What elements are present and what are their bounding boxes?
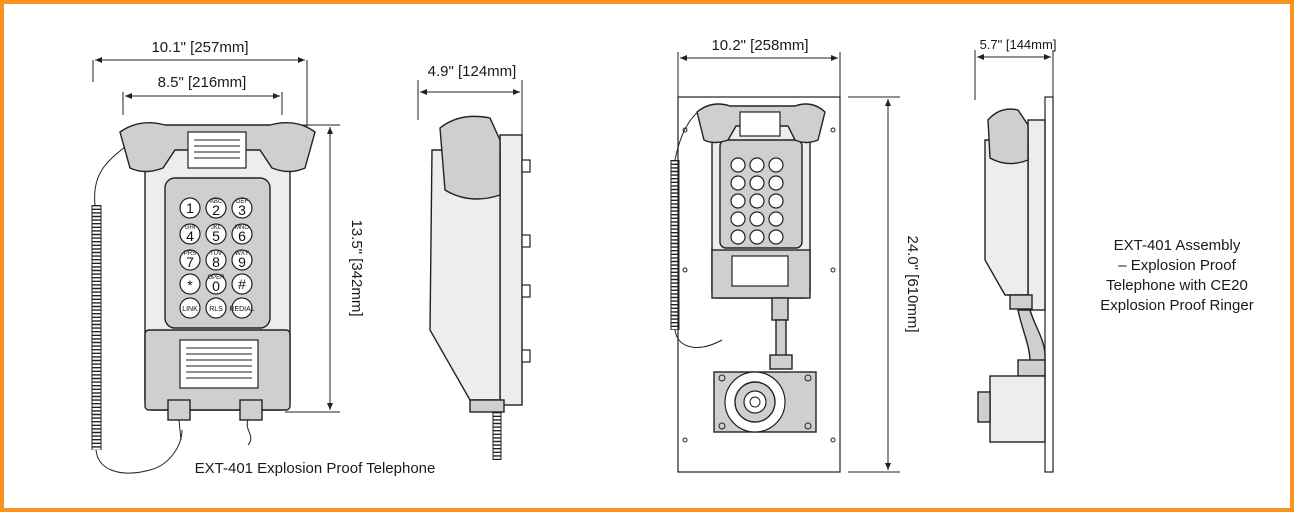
svg-text:6: 6 — [238, 228, 246, 244]
svg-text:OPER: OPER — [207, 275, 225, 281]
caption-assembly-line2: – Explosion Proof — [1118, 257, 1236, 274]
svg-text:LINK: LINK — [182, 306, 198, 313]
key-hash: # — [231, 273, 253, 295]
assembly-side-view: 5.7" [144mm] — [974, 37, 1057, 473]
dim-label-overall-width: 10.1" [257mm] — [151, 39, 248, 56]
svg-text:MNO: MNO — [235, 225, 249, 231]
key-star: * — [179, 273, 201, 295]
dim-label-assembly-width: 10.2" [258mm] — [711, 37, 808, 54]
svg-text:PRS: PRS — [184, 251, 196, 257]
svg-text:0: 0 — [212, 278, 220, 294]
caption-assembly-line4: Explosion Proof Ringer — [1100, 297, 1253, 314]
svg-text:RLS: RLS — [209, 306, 223, 313]
dim-label-assembly-height: 24.0" [610mm] — [904, 235, 921, 332]
dim-label-height: 13.5" [342mm] — [348, 219, 365, 316]
svg-text:JKL: JKL — [211, 225, 222, 231]
svg-text:8: 8 — [212, 254, 220, 270]
key-link: LINK — [179, 297, 201, 319]
svg-text:1: 1 — [186, 200, 194, 216]
svg-text:4: 4 — [186, 228, 194, 244]
assembly-front-view: 10.2" [258mm] 24.0" [610mm] — [670, 37, 921, 473]
svg-text:GHI: GHI — [185, 225, 196, 231]
caption-telephone: EXT-401 Explosion Proof Telephone — [195, 460, 436, 477]
caption-assembly: EXT-401 Assembly – Explosion Proof Telep… — [1100, 237, 1253, 314]
svg-text:#: # — [238, 276, 246, 292]
dim-label-body-width: 8.5" [216mm] — [158, 74, 247, 91]
key-redial: REDIAL — [229, 297, 255, 319]
svg-text:2: 2 — [212, 202, 220, 218]
side-view-telephone: 4.9" [124mm] — [417, 63, 531, 460]
svg-text:WXY: WXY — [235, 251, 249, 257]
dim-label-assembly-depth: 5.7" [144mm] — [980, 37, 1057, 52]
key-rls: RLS — [205, 297, 227, 319]
svg-text:DEF: DEF — [236, 199, 248, 205]
key-1: 1 — [179, 197, 201, 219]
dim-label-side-depth: 4.9" [124mm] — [428, 63, 517, 80]
assembly-keypad — [730, 157, 784, 245]
svg-text:5: 5 — [212, 228, 220, 244]
svg-text:7: 7 — [186, 254, 194, 270]
svg-text:ABC: ABC — [210, 199, 223, 205]
svg-text:REDIAL: REDIAL — [229, 306, 254, 313]
svg-text:3: 3 — [238, 202, 246, 218]
caption-assembly-line3: Telephone with CE20 — [1106, 277, 1248, 294]
svg-text:TUV: TUV — [210, 251, 222, 257]
svg-text:*: * — [187, 277, 193, 293]
svg-text:9: 9 — [238, 254, 246, 270]
caption-assembly-line1: EXT-401 Assembly — [1114, 237, 1241, 254]
front-view-telephone: 10.1" [257mm] 8.5" [216mm] 13.5" [342mm] — [91, 39, 436, 477]
